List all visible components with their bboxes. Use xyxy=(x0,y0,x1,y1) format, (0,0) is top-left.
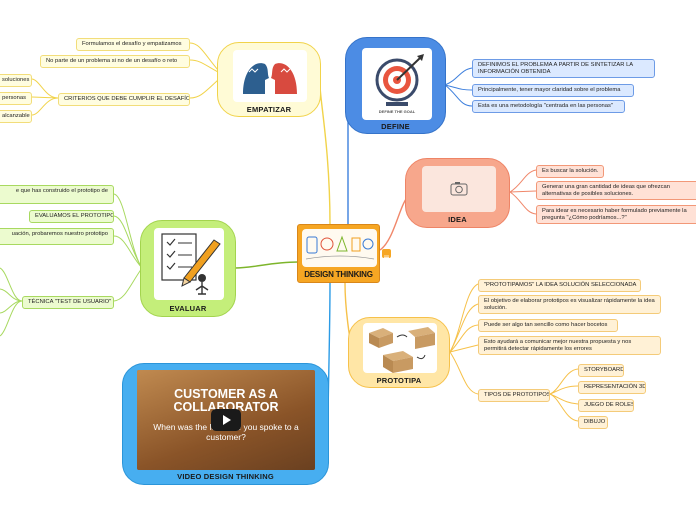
video-thumbnail-title: CUSTOMER AS A COLLABORATOR xyxy=(173,387,279,414)
evaluar-title: EVALUAR xyxy=(169,304,207,313)
define-item[interactable]: DEFINIMOS EL PROBLEMA A PARTIR DE SINTET… xyxy=(472,59,655,78)
evaluar-item[interactable]: e que has construido el prototipo de xyxy=(0,185,114,204)
play-icon[interactable] xyxy=(211,409,241,431)
video-node[interactable]: CUSTOMER AS A COLLABORATOR When was the … xyxy=(122,363,329,485)
define-title: DEFINE xyxy=(381,122,410,131)
idea-item[interactable]: Generar una gran cantidad de ideas que o… xyxy=(536,181,696,200)
tecnica-test-usuario-topic[interactable]: TÉCNICA "TEST DE USUARIO" xyxy=(22,296,114,309)
criterios-topic[interactable]: CRITERIOS QUE DEBE CUMPLIR EL DESAFÍO xyxy=(58,93,190,106)
empatizar-item[interactable]: No parte de un problema si no de un desa… xyxy=(40,55,190,68)
target-image-caption: DEFINE THE GOAL xyxy=(378,109,416,114)
define-item[interactable]: Principalmente, tener mayor claridad sob… xyxy=(472,84,634,97)
design-thinking-illustration xyxy=(302,229,377,267)
video-thumbnail[interactable]: CUSTOMER AS A COLLABORATOR When was the … xyxy=(137,370,315,470)
empatizar-node[interactable]: EMPATIZAR xyxy=(217,42,321,117)
video-title: VIDEO DESIGN THINKING xyxy=(177,472,274,481)
tipo-prototipo-item[interactable]: DIBUJO xyxy=(578,416,608,429)
target-arrow-icon: DEFINE THE GOAL xyxy=(362,48,432,120)
define-node[interactable]: DEFINE THE GOAL DEFINE xyxy=(345,37,446,134)
empatizar-item[interactable]: Formulamos el desafío y empatizamos xyxy=(76,38,190,51)
tipo-prototipo-item[interactable]: STORYBOARD xyxy=(578,364,624,377)
criterio-item[interactable]: soluciones xyxy=(0,74,32,87)
prototipa-node[interactable]: PROTOTIPA xyxy=(348,317,450,388)
prototipa-item[interactable]: El objetivo de elaborar prototipos es vi… xyxy=(478,295,661,314)
tipo-prototipo-item[interactable]: REPRESENTACIÓN 3D xyxy=(578,381,646,394)
criterio-item[interactable]: alcanzable xyxy=(0,110,32,123)
empatizar-title: EMPATIZAR xyxy=(246,105,292,114)
prototipa-title: PROTOTIPA xyxy=(376,376,422,385)
two-heads-empathy-icon xyxy=(233,50,307,102)
tipo-prototipo-item[interactable]: JUEGO DE ROLES xyxy=(578,399,634,412)
prototipa-item[interactable]: "PROTOTIPAMOS" LA IDEA SOLUCIÓN SELECCIO… xyxy=(478,279,641,292)
evaluar-item[interactable]: uación, probaremos nuestro prototipo xyxy=(0,228,114,245)
idea-node[interactable]: IDEA xyxy=(405,158,510,228)
prototipa-item[interactable]: Puede ser algo tan sencillo como hacer b… xyxy=(478,319,618,332)
checklist-pencil-icon xyxy=(154,228,224,300)
idea-title: IDEA xyxy=(448,215,467,224)
evaluar-item[interactable]: EVALUAMOS EL PROTOTIPO xyxy=(29,210,114,223)
prototipa-item[interactable]: Esto ayudará a comunicar mejor nuestra p… xyxy=(478,336,661,355)
menu-lines-icon[interactable] xyxy=(382,249,391,260)
tipos-prototipos-topic[interactable]: TIPOS DE PROTOTIPOS xyxy=(478,389,550,402)
idea-item[interactable]: Para idear es necesario haber formulado … xyxy=(536,205,696,224)
define-item[interactable]: Esta es una metodología "centrada en las… xyxy=(472,100,625,113)
central-topic[interactable]: DESIGN THINKING xyxy=(297,224,380,283)
camera-icon xyxy=(422,166,496,212)
central-topic-title: DESIGN THINKING xyxy=(304,270,373,279)
evaluar-node[interactable]: EVALUAR xyxy=(140,220,236,317)
cardboard-prototype-icon xyxy=(363,323,437,373)
idea-item[interactable]: Es buscar la solución. xyxy=(536,165,604,178)
criterio-item[interactable]: personas xyxy=(0,92,32,105)
